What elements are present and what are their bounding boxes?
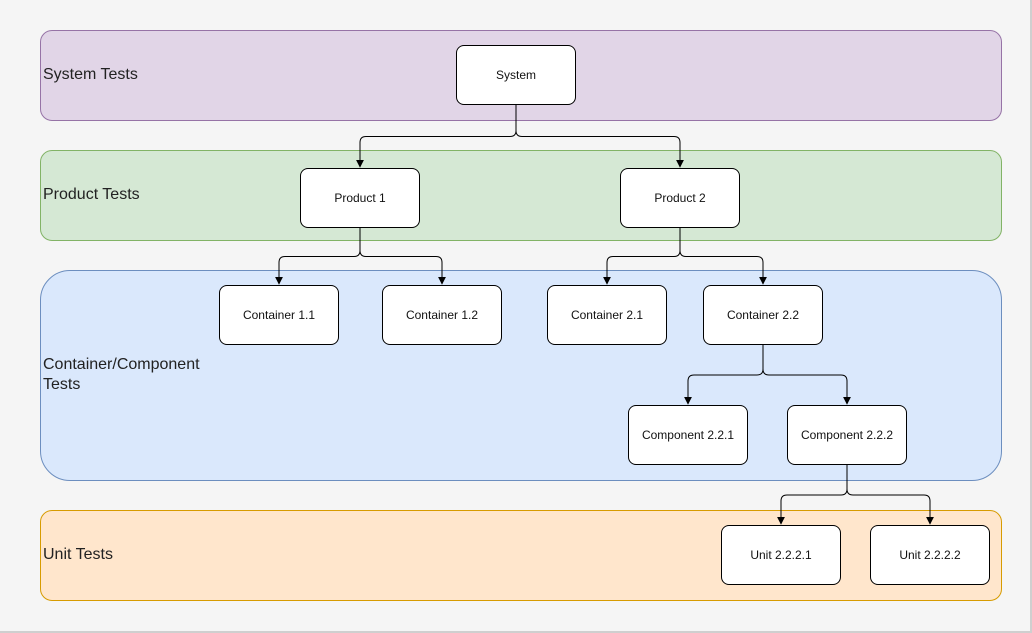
band-label-container-component-tests: Container/Component Tests: [43, 356, 200, 393]
node-component-2-2-2[interactable]: Component 2.2.2: [787, 405, 907, 465]
node-system[interactable]: System: [456, 45, 576, 105]
node-product-2[interactable]: Product 2: [620, 168, 740, 228]
connector-container_2_2-to-component_2_2_1: [684, 345, 764, 405]
node-product-1[interactable]: Product 1: [300, 168, 420, 228]
node-container-2-2[interactable]: Container 2.2: [703, 285, 823, 345]
node-container-1-1[interactable]: Container 1.1: [219, 285, 339, 345]
band-label-unit-tests: Unit Tests: [43, 546, 113, 563]
band-unit-tests: Unit Tests: [40, 510, 1002, 601]
connector-system-to-product_1: [356, 105, 517, 168]
node-container-1-2[interactable]: Container 1.2: [382, 285, 502, 345]
connector-system-to-product_2: [515, 105, 684, 168]
node-container-2-1[interactable]: Container 2.1: [547, 285, 667, 345]
connector-component_2_2_2-to-unit_2_2_2_1: [777, 465, 848, 525]
connector-product_1-to-container_1_2: [359, 228, 446, 285]
connector-product_2-to-container_2_2: [679, 228, 767, 285]
connector-component_2_2_2-to-unit_2_2_2_2: [846, 465, 934, 525]
node-unit-2-2-2-2[interactable]: Unit 2.2.2.2: [870, 525, 990, 585]
node-component-2-2-1[interactable]: Component 2.2.1: [628, 405, 748, 465]
connector-container_2_2-to-component_2_2_2: [762, 345, 851, 405]
connector-product_1-to-container_1_1: [275, 228, 361, 285]
node-unit-2-2-2-1[interactable]: Unit 2.2.2.1: [721, 525, 841, 585]
band-label-system-tests: System Tests: [43, 66, 138, 83]
band-label-product-tests: Product Tests: [43, 186, 140, 203]
connector-product_2-to-container_2_1: [603, 228, 681, 285]
band-product-tests: Product Tests: [40, 150, 1002, 241]
